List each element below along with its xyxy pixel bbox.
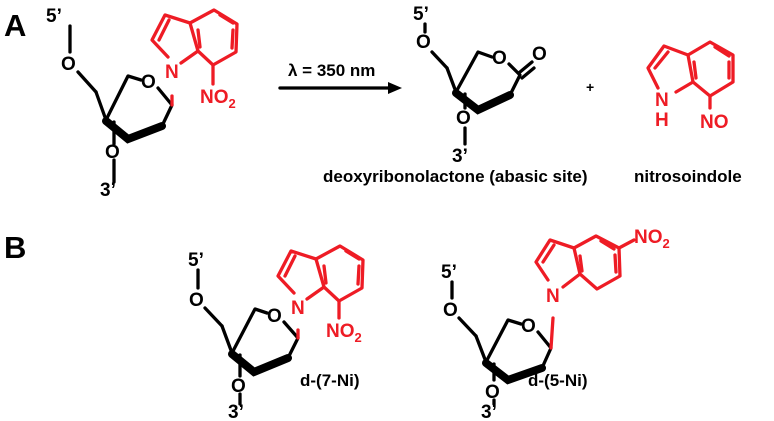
nitrosoindole: N H NO (646, 40, 735, 133)
nitro-group: NO2 (200, 87, 236, 111)
three-prime-label: 3’ (100, 180, 116, 201)
ring-oxygen-atom: O (492, 48, 507, 69)
three-prime-label: 3’ (481, 402, 497, 421)
indole-nitrogen: N (291, 298, 305, 319)
oxygen-atom: O (61, 54, 76, 75)
five-prime-label: 5’ (441, 262, 457, 283)
three-prime-label: 3’ (452, 146, 468, 167)
compound-label-7-ni: d-(7-Ni) (300, 371, 359, 390)
indole-nitrogen: N (655, 90, 669, 111)
indole-nitrogen: N (546, 286, 560, 307)
oxygen-atom: O (485, 382, 500, 403)
starting-nucleoside: 5’ O O O 3’ N NO2 (46, 6, 239, 201)
five-prime-label: 5’ (46, 6, 62, 27)
oxygen-atom: O (105, 142, 120, 163)
indole-hydrogen: H (655, 110, 669, 131)
nitro-group: NO2 (326, 321, 362, 345)
oxygen-atom: O (443, 300, 458, 321)
compound-label-5-ni: d-(5-Ni) (528, 371, 587, 390)
carbonyl-oxygen-atom: O (532, 44, 547, 65)
reaction-condition: λ = 350 nm (288, 61, 375, 80)
five-prime-label: 5’ (413, 4, 429, 25)
ring-oxygen-atom: O (521, 316, 536, 337)
product-label-lactone: deoxyribonolactone (abasic site) (323, 167, 588, 186)
oxygen-atom: O (456, 108, 471, 129)
ring-oxygen-atom: O (267, 306, 282, 327)
nitro-group: NO2 (634, 227, 670, 251)
compound-d-5-ni: 5’ O O O 3’ N NO2 (441, 227, 670, 421)
five-prime-label: 5’ (188, 250, 204, 271)
nitroso-group: NO (700, 112, 729, 133)
product-label-nitrosoindole: nitrosoindole (634, 167, 742, 186)
compound-d-7-ni: 5’ O O O 3’ N NO2 (188, 244, 365, 421)
reaction-arrow: λ = 350 nm (278, 61, 402, 94)
oxygen-atom: O (416, 32, 431, 53)
panel-label-b: B (4, 230, 26, 265)
oxygen-atom: O (231, 376, 246, 397)
deoxyribonolactone: 5’ O O O O 3’ (413, 4, 547, 167)
indole-nitrogen: N (165, 62, 179, 83)
ring-oxygen-atom: O (141, 72, 156, 93)
three-prime-label: 3’ (228, 402, 244, 421)
panel-label-a: A (4, 8, 26, 43)
plus-sign: + (586, 79, 594, 95)
oxygen-atom: O (189, 290, 204, 311)
